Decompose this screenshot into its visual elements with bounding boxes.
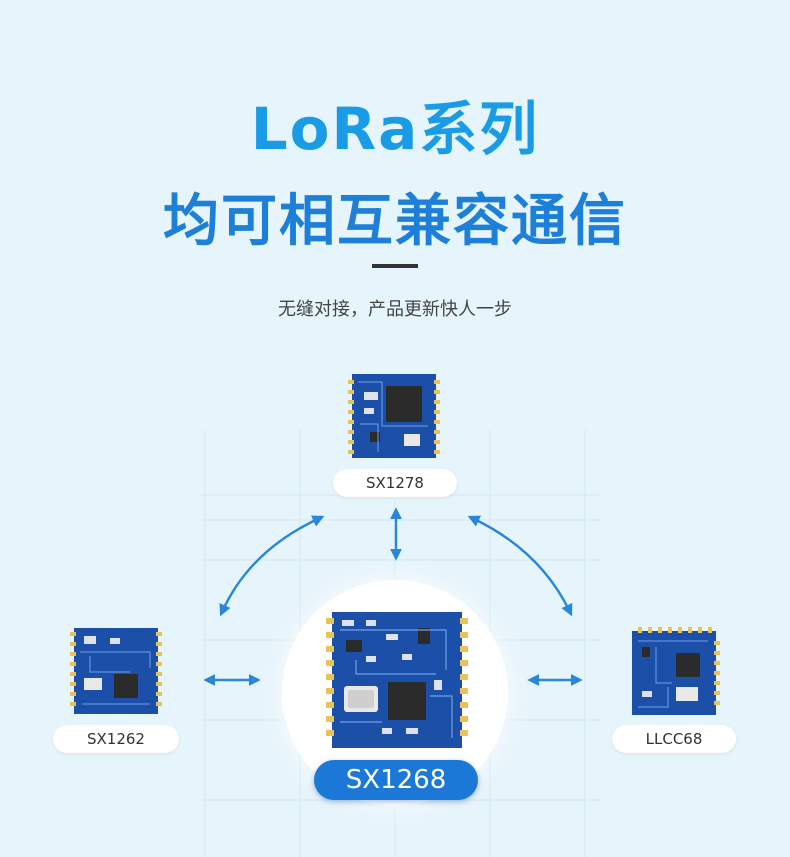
module-label-right: LLCC68	[612, 725, 736, 753]
module-sx1278-image	[348, 374, 440, 458]
arrow-top-left	[219, 515, 325, 617]
page-subtitle: 均可相互兼容通信	[163, 189, 627, 254]
arrow-top-right	[467, 515, 573, 617]
module-label-top: SX1278	[333, 469, 457, 497]
module-sx1268-image	[326, 612, 468, 748]
module-label-left: SX1262	[53, 725, 179, 753]
tagline: 无缝对接，产品更新快人一步	[278, 299, 512, 320]
module-sx1262-image	[70, 628, 162, 714]
divider	[372, 264, 418, 268]
page-title: LoRa系列	[250, 95, 540, 163]
module-llcc68-image	[632, 627, 720, 715]
module-label-center: SX1268	[314, 760, 478, 800]
